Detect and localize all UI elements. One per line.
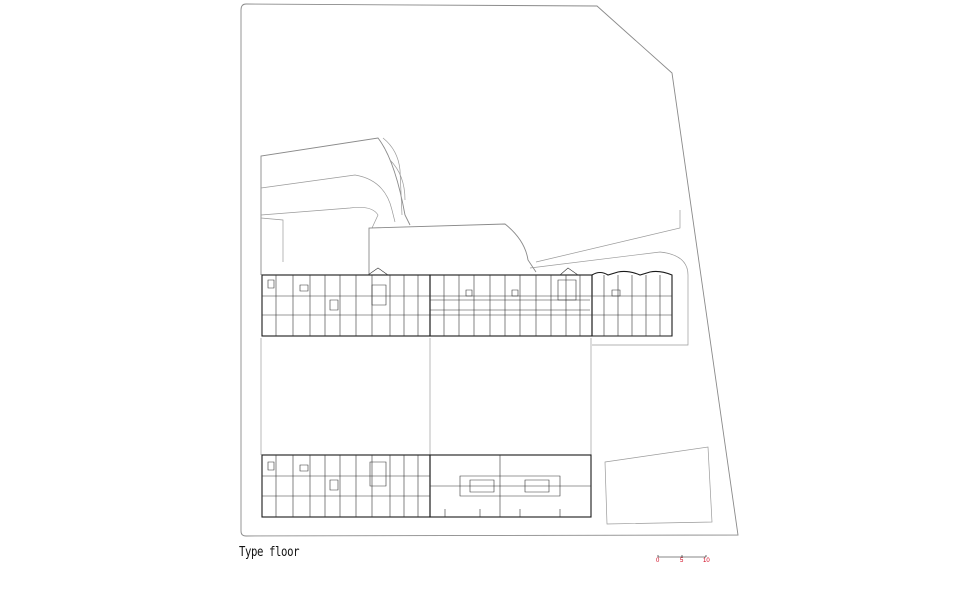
scale-tick-5: 5 [680,558,684,564]
scale-tick-0: 0 [656,558,660,564]
building-block-south [261,454,592,518]
landscape-upper [260,137,689,346]
scale-tick-10: 10 [703,558,710,564]
courtyard [260,338,592,455]
scale-bar: 0 5 10 [656,555,710,564]
landscape-lower-right [604,446,713,525]
drawing-caption: Type floor [239,545,300,560]
building-block-north [261,267,673,337]
site-boundary [240,3,739,537]
